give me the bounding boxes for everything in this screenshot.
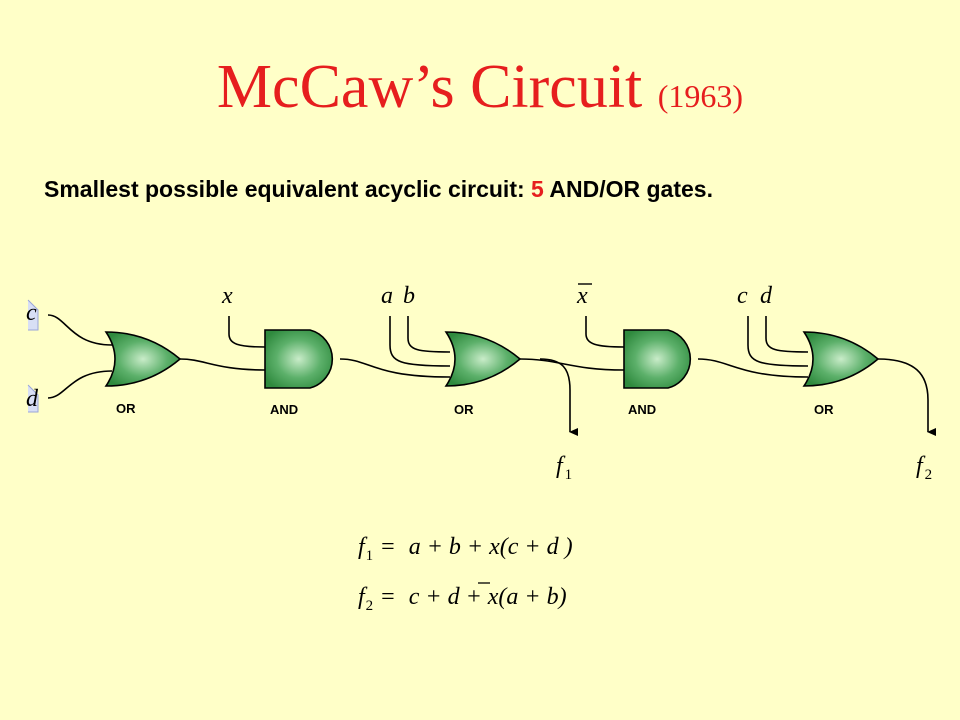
input-c-label: c — [26, 300, 37, 326]
subtitle-before: Smallest possible equivalent acyclic cir… — [44, 176, 532, 202]
wire-c-or1 — [47, 314, 113, 346]
wire-or2-and2 — [519, 358, 625, 371]
wire-xbar-and2 — [585, 316, 625, 348]
subtitle-after: AND/OR gates. — [543, 176, 713, 202]
title-main: McCaw’s Circuit — [216, 53, 643, 121]
wire-f2-output — [877, 358, 936, 436]
input-d-label: d — [26, 386, 39, 412]
wire-a-or2 — [389, 316, 451, 367]
input-x-label: x — [221, 283, 233, 309]
equation-f2: f2=c + d + x(a + b) — [358, 582, 567, 614]
wire-and2-or3 — [697, 358, 809, 378]
equation-f1: f1=a + b + x(c + d ) — [358, 534, 573, 564]
or-gate-1 — [104, 331, 182, 387]
or-gate-2 — [444, 331, 522, 387]
gate-label-and-2: AND — [628, 402, 656, 417]
input-c-marker — [27, 299, 39, 331]
input-x-bar-label: x — [576, 283, 588, 309]
and-gate-2 — [623, 329, 692, 389]
input-a-label: a — [381, 283, 393, 309]
input-b-label: b — [403, 283, 415, 309]
page-title: McCaw’s Circuit (1963) — [0, 52, 960, 131]
subtitle: Smallest possible equivalent acyclic cir… — [44, 176, 713, 203]
or-gate-3 — [802, 331, 880, 387]
wire-and1-or2 — [339, 358, 451, 378]
svg-text:f1=a + b + x(c + d ): f1=a + b + x(c + d ) — [358, 534, 573, 564]
gate-label-or-3: OR — [814, 402, 834, 417]
wire-d2-or3 — [765, 316, 809, 353]
gate-count: 5 — [531, 176, 544, 202]
svg-text:f2=c + d + x(a + b): f2=c + d + x(a + b) — [358, 584, 567, 614]
wire-d-or1 — [47, 370, 113, 399]
wire-or1-and1 — [179, 358, 266, 371]
gate-label-or-1: OR — [116, 401, 136, 416]
input-d2-label: d — [760, 283, 773, 309]
wire-x-and1 — [228, 316, 266, 348]
wire-c2-or3 — [747, 316, 809, 367]
title-year: (1963) — [657, 78, 744, 114]
input-c2-label: c — [737, 283, 748, 309]
input-d-marker — [27, 384, 39, 413]
wire-b-or2 — [407, 316, 451, 353]
and-gate-1 — [264, 329, 334, 389]
gate-label-or-2: OR — [454, 402, 474, 417]
gate-label-and-1: AND — [270, 402, 298, 417]
wire-f1-output — [539, 358, 578, 436]
